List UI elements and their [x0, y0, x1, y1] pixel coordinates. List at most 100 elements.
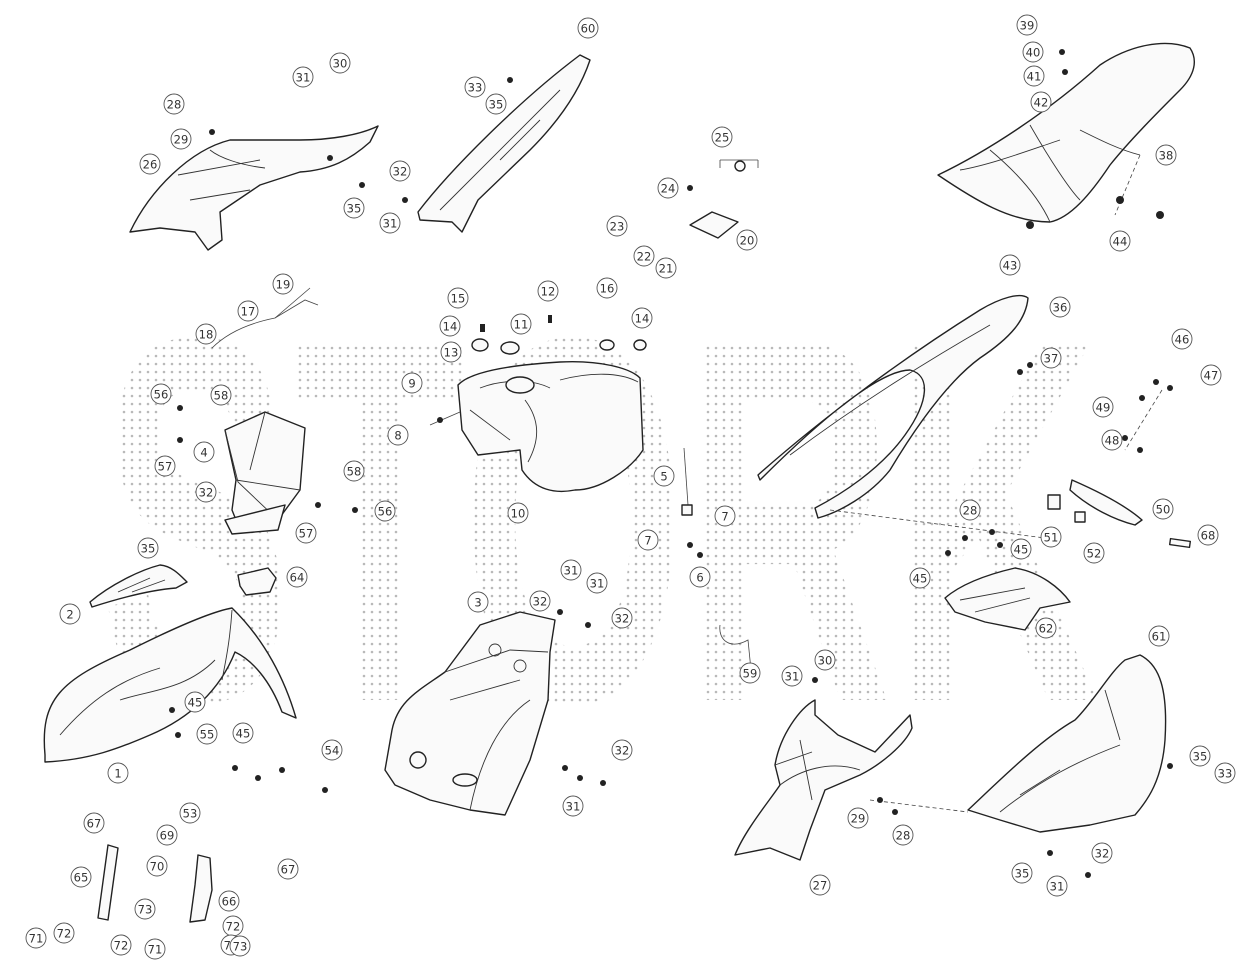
callout-label: 71 [29, 932, 44, 946]
callout-circle [379, 212, 401, 234]
callout-32a: 32 [195, 481, 217, 503]
callout-circle [277, 858, 299, 880]
callout-44: 44 [1109, 230, 1131, 252]
callout-label: 39 [1020, 19, 1035, 33]
callout-label: 35 [489, 98, 504, 112]
callout-16: 16 [596, 277, 618, 299]
callout-label: 40 [1026, 46, 1041, 60]
callout-31g: 31 [1046, 875, 1068, 897]
callout-label: 3 [474, 596, 481, 610]
callout-circle [529, 590, 551, 612]
callout-31b: 31 [379, 212, 401, 234]
callout-circle [401, 372, 423, 394]
callout-circle [560, 559, 582, 581]
callout-label: 33 [468, 81, 483, 95]
callout-64: 64 [286, 566, 308, 588]
callout-label: 25 [715, 131, 730, 145]
callout-circle [374, 500, 396, 522]
callout-35b: 35 [137, 537, 159, 559]
callout-35a: 35 [343, 197, 365, 219]
callout-7b: 7 [637, 529, 659, 551]
callout-67a: 67 [83, 812, 105, 834]
callout-31d: 31 [586, 572, 608, 594]
callout-36: 36 [1049, 296, 1071, 318]
callout-31a: 31 [292, 66, 314, 88]
callout-45a: 45 [184, 691, 206, 713]
callout-label: 33 [1218, 767, 1233, 781]
callout-47: 47 [1200, 364, 1222, 386]
callout-circle [440, 341, 462, 363]
callout-29a: 29 [170, 128, 192, 150]
callout-circle [1035, 617, 1057, 639]
callout-72b: 72 [110, 934, 132, 956]
callout-circle [577, 17, 599, 39]
callout-54: 54 [321, 739, 343, 761]
callout-33b: 33 [1214, 762, 1236, 784]
callout-label: 56 [154, 388, 169, 402]
callout-label: 19 [276, 278, 291, 292]
callout-circle [70, 866, 92, 888]
callout-circle [1046, 875, 1068, 897]
front-plate-bracket [89, 564, 188, 608]
callout-label: 48 [1105, 434, 1120, 448]
callout-15: 15 [447, 287, 469, 309]
callout-circle [467, 591, 489, 613]
callout-label: 28 [896, 829, 911, 843]
seat [937, 42, 1196, 223]
callout-label: 14 [443, 320, 458, 334]
callout-56b: 56 [374, 500, 396, 522]
callout-label: 29 [174, 133, 189, 147]
callout-67b: 67 [277, 858, 299, 880]
callout-label: 52 [1087, 547, 1102, 561]
callout-label: 26 [143, 158, 158, 172]
callout-label: 9 [408, 377, 415, 391]
callout-label: 45 [1014, 543, 1029, 557]
callout-71b: 71 [144, 938, 166, 960]
callout-32b: 32 [389, 160, 411, 182]
callout-58b: 58 [343, 460, 365, 482]
callout-circle [1040, 526, 1062, 548]
callout-label: 8 [394, 429, 401, 443]
callout-circle [586, 572, 608, 594]
callout-label: 68 [1201, 529, 1216, 543]
callout-label: 14 [635, 312, 650, 326]
callout-label: 21 [659, 262, 674, 276]
callout-circle [631, 307, 653, 329]
callout-label: 45 [236, 727, 251, 741]
callout-43: 43 [999, 254, 1021, 276]
callout-label: 47 [1204, 369, 1219, 383]
callout-label: 22 [637, 250, 652, 264]
callout-26: 26 [139, 153, 161, 175]
callout-37: 37 [1040, 347, 1062, 369]
callout-circle [1016, 14, 1038, 36]
callout-circle [163, 93, 185, 115]
callout-label: 45 [913, 572, 928, 586]
callout-label: 65 [74, 871, 89, 885]
callout-14a: 14 [439, 315, 461, 337]
callout-circle [892, 824, 914, 846]
callout-circle [195, 323, 217, 345]
callout-label: 54 [325, 744, 340, 758]
front-fender [43, 607, 297, 763]
callout-6: 6 [689, 566, 711, 588]
callout-label: 18 [199, 328, 214, 342]
headlight-housing [224, 411, 306, 535]
callout-label: 43 [1003, 259, 1018, 273]
callout-label: 49 [1096, 401, 1111, 415]
callout-33a: 33 [464, 76, 486, 98]
callout-label: 28 [167, 98, 182, 112]
callout-label: 31 [383, 217, 398, 231]
right-side-panel [967, 654, 1167, 833]
callout-61: 61 [1148, 625, 1170, 647]
callout-label: 46 [1175, 333, 1190, 347]
callout-59: 59 [739, 662, 761, 684]
callout-70: 70 [146, 855, 168, 877]
callout-label: 70 [150, 860, 165, 874]
callout-label: 61 [1152, 630, 1167, 644]
callout-72a: 72 [53, 922, 75, 944]
callout-42: 42 [1030, 91, 1052, 113]
callout-51: 51 [1040, 526, 1062, 548]
callout-label: 16 [600, 282, 615, 296]
callout-circle [655, 257, 677, 279]
callout-62: 62 [1035, 617, 1057, 639]
